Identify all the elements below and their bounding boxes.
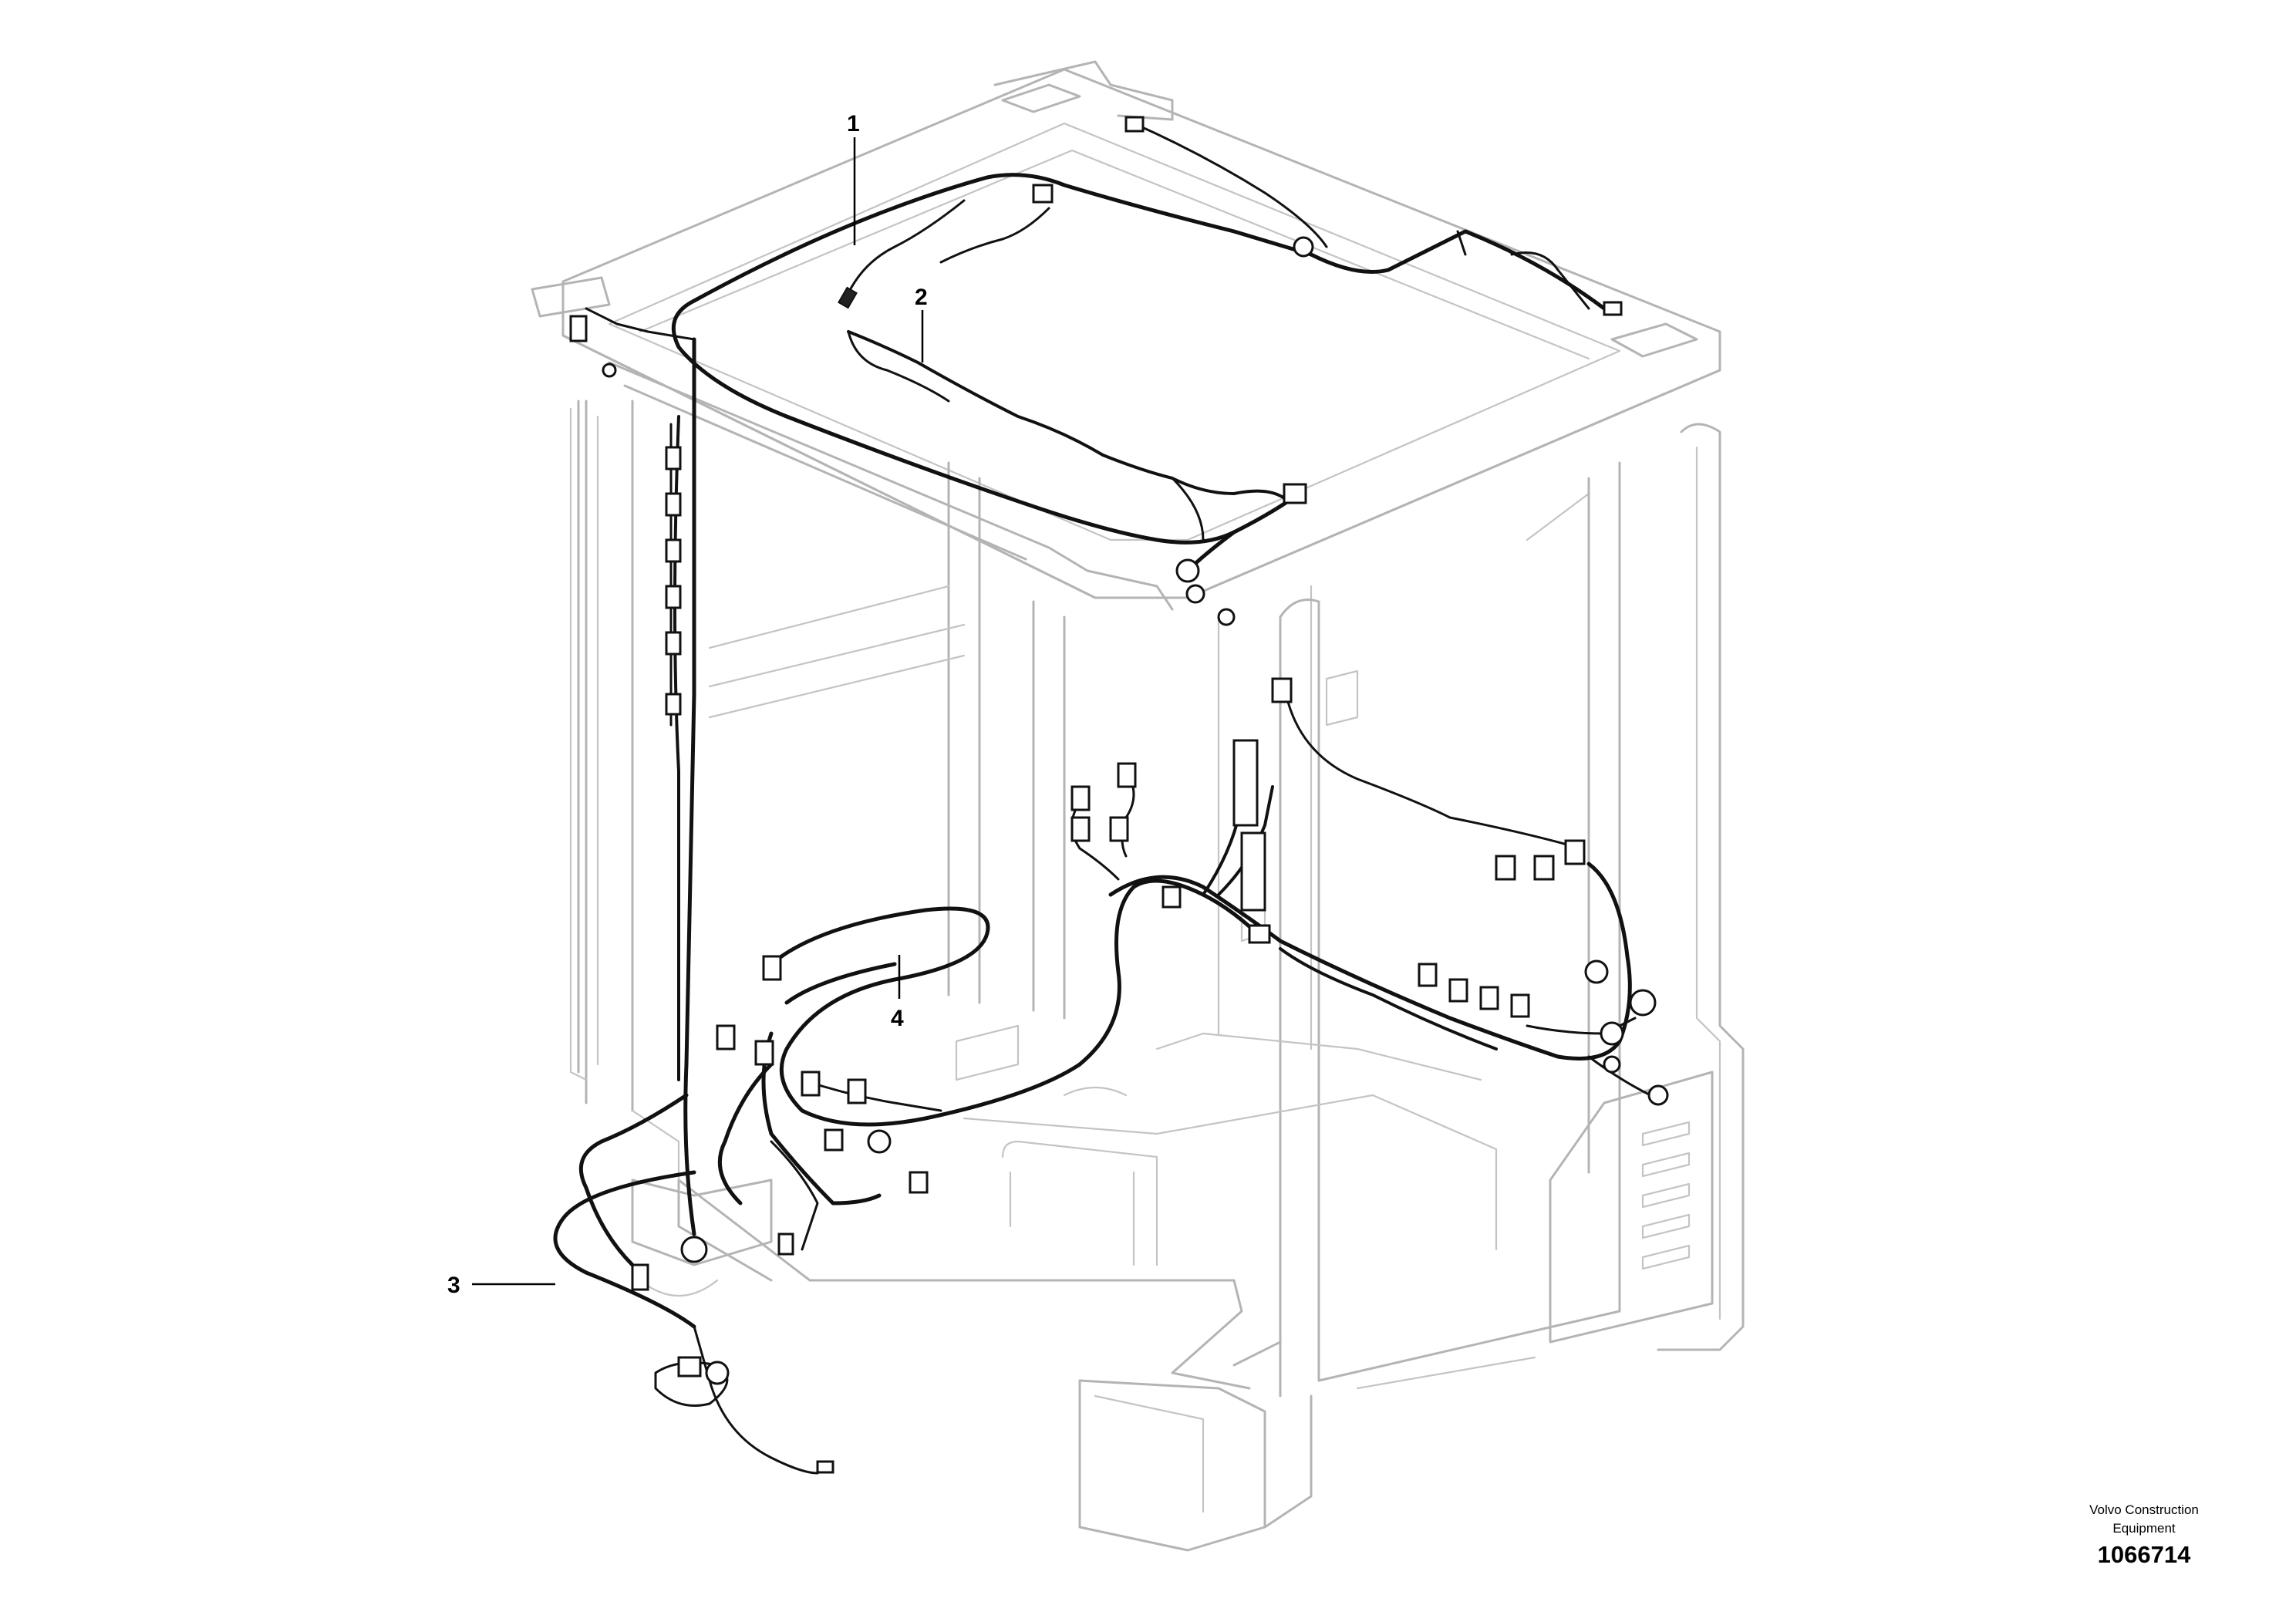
company-line-2: Equipment xyxy=(2112,1521,2176,1536)
pillar-harness xyxy=(665,337,696,1236)
cab-frame xyxy=(531,60,1745,1552)
callout-3-label: 3 xyxy=(447,1273,460,1298)
company-line-1: Volvo Construction xyxy=(2089,1502,2199,1517)
callout-4-label: 4 xyxy=(891,1006,904,1031)
floor-harness xyxy=(553,677,1669,1475)
company-caption: Volvo Construction Equipment xyxy=(2052,1501,2237,1538)
callout-1-label: 1 xyxy=(847,111,860,137)
callouts: 1 2 3 4 xyxy=(447,111,928,1298)
roof-harness xyxy=(569,116,1623,626)
callout-2-label: 2 xyxy=(915,285,928,310)
document-number: 1066714 xyxy=(2097,1541,2191,1568)
